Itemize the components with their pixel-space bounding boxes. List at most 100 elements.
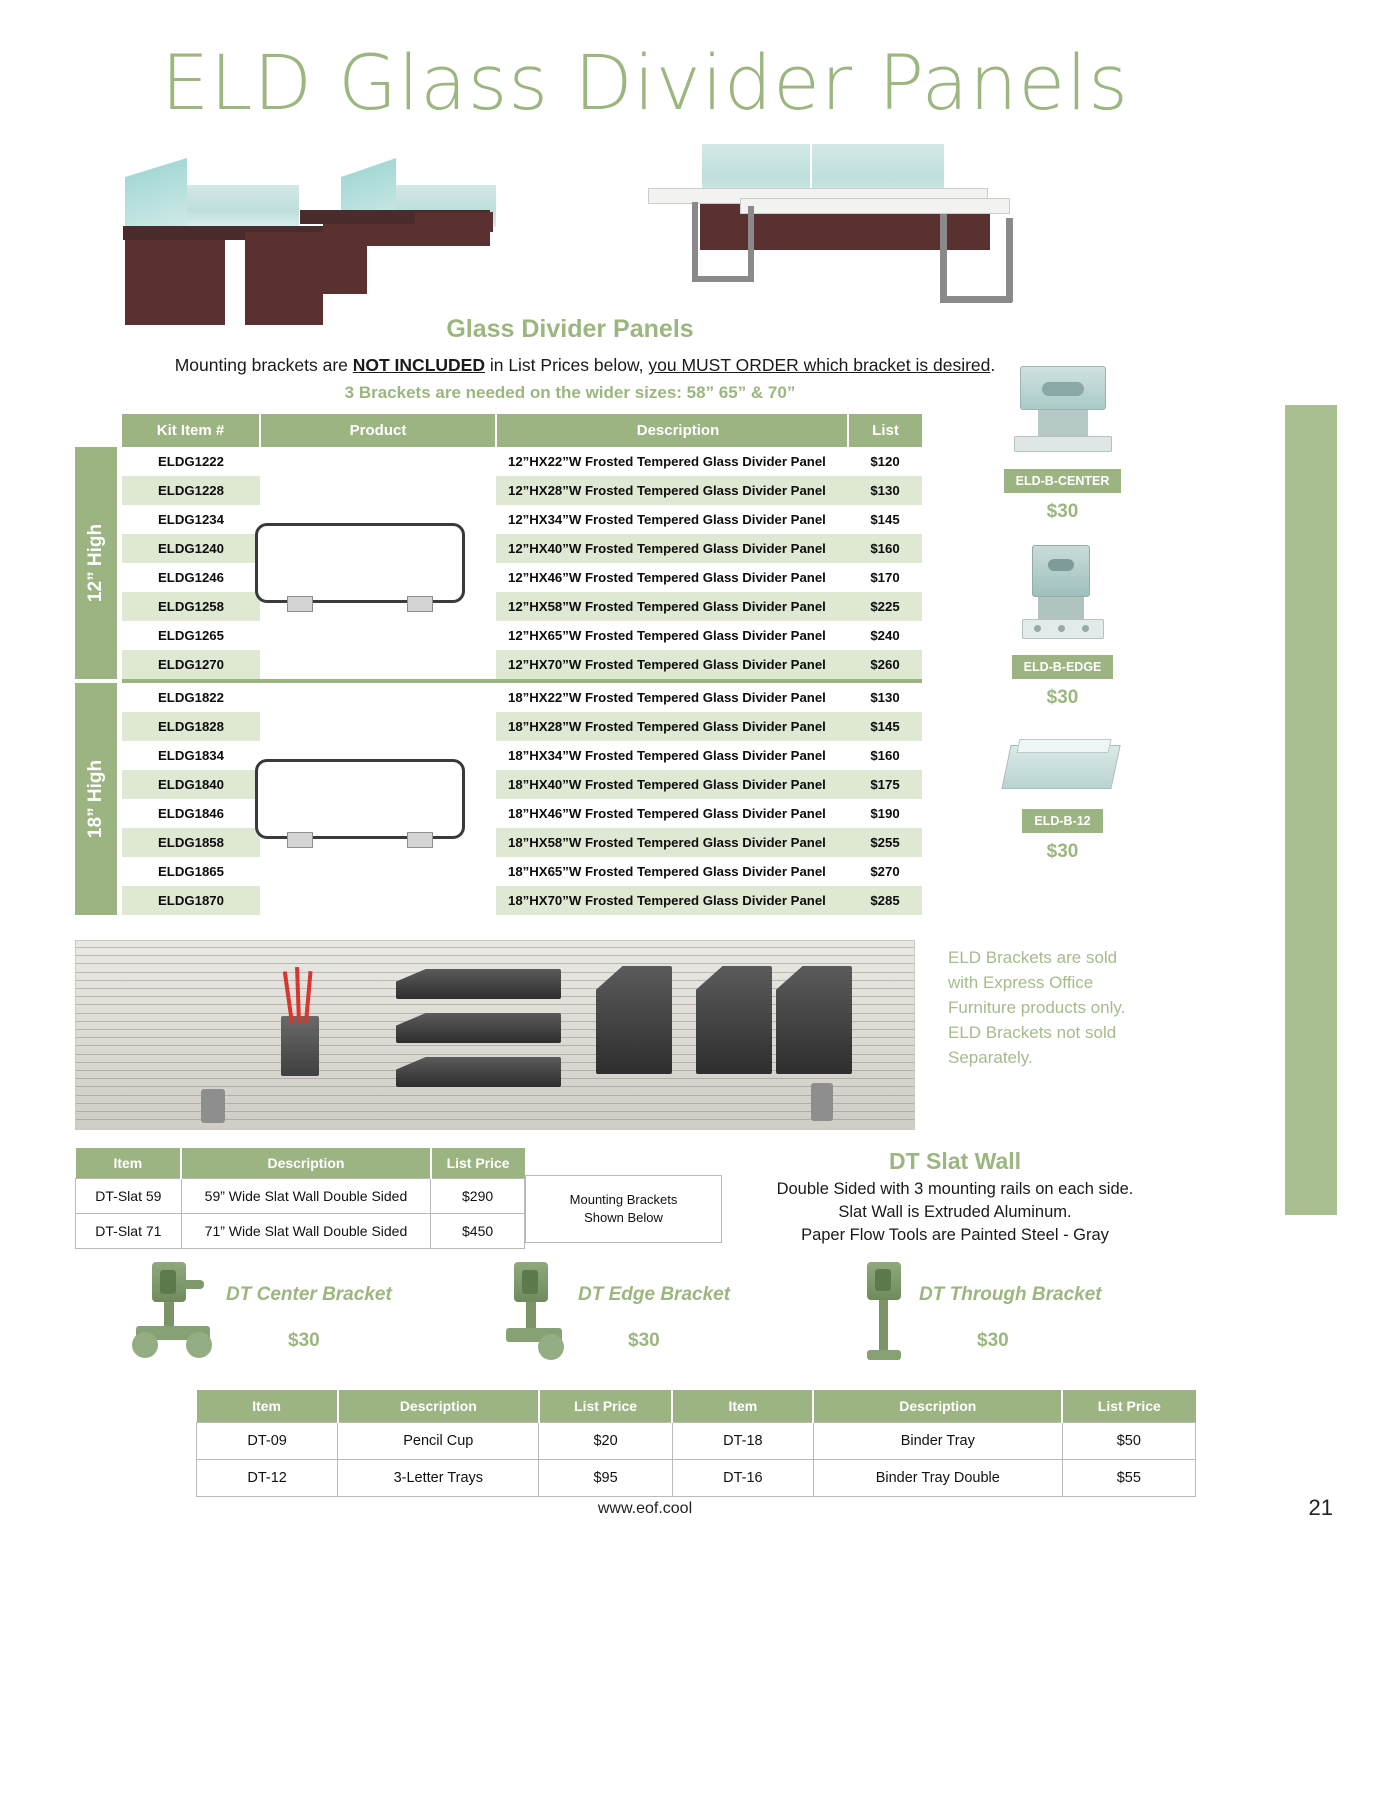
bracket-price-12: $30 bbox=[1046, 841, 1079, 862]
page-title: ELD Glass Divider Panels bbox=[161, 38, 1129, 127]
cell-description: 18”HX65”W Frosted Tempered Glass Divider… bbox=[508, 864, 826, 879]
cell-list-price: $130 bbox=[870, 690, 900, 705]
right-edge-band bbox=[1285, 405, 1337, 1215]
bench-leg bbox=[692, 276, 754, 282]
footer-url[interactable]: www.eof.cool bbox=[597, 1500, 693, 1517]
cell-description: Binder Tray Double bbox=[812, 1459, 1063, 1497]
dt-through-bracket-icon bbox=[855, 1262, 935, 1372]
cell-kit-item: ELDG1265 bbox=[158, 628, 224, 643]
bracket-label-center: ELD-B-CENTER bbox=[1003, 469, 1122, 493]
cell-product-image bbox=[260, 683, 496, 712]
cell-product-image bbox=[260, 476, 496, 505]
glass-panel-art bbox=[187, 185, 299, 227]
bracket-price-edge: $30 bbox=[1046, 687, 1079, 708]
bracket-quantity-note: 3 Brackets are needed on the wider sizes… bbox=[344, 383, 796, 402]
cell-description: 12”HX40”W Frosted Tempered Glass Divider… bbox=[496, 534, 848, 563]
table-row: ELDG1870 18”HX70”W Frosted Tempered Glass… bbox=[122, 886, 922, 915]
cell-list-price: $240 bbox=[870, 628, 900, 643]
cell-list-price: $160 bbox=[870, 748, 900, 763]
eld-b-edge-icon bbox=[1008, 541, 1118, 651]
intro-text: Mounting brackets are NOT INCLUDED in Li… bbox=[0, 355, 1170, 376]
table-header-row: Kit Item # Product Description List bbox=[122, 414, 922, 447]
glass-panel-price-table: Kit Item # Product Description List ELDG… bbox=[122, 414, 922, 915]
intro-mid: in List Prices below, bbox=[484, 355, 649, 375]
binder-tray-double-product bbox=[776, 966, 852, 1074]
cell-description: 18”HX28”W Frosted Tempered Glass Divider… bbox=[496, 712, 848, 741]
cell-kit-item: ELDG1246 bbox=[158, 570, 224, 585]
intro-suffix: . bbox=[990, 355, 996, 375]
group-tab-12-high: 12” High bbox=[75, 447, 117, 679]
cell-kit-item: ELDG1846 bbox=[158, 806, 224, 821]
panel-clip-icon bbox=[287, 832, 313, 848]
desk-pedestal bbox=[245, 232, 323, 325]
dt-slat-wall-title: DT Slat Wall bbox=[888, 1148, 1022, 1174]
intro-prefix: Mounting brackets are bbox=[174, 355, 353, 375]
cell-kit-item: ELDG1240 bbox=[122, 534, 260, 563]
cell-product-image bbox=[260, 712, 496, 741]
cell-item: DT-12 bbox=[195, 1459, 339, 1497]
dt-center-bracket-icon bbox=[130, 1262, 240, 1372]
cell-kit-item: ELDG1270 bbox=[122, 650, 260, 679]
slat-groove bbox=[76, 1111, 914, 1112]
cell-list-price: $20 bbox=[538, 1422, 673, 1460]
desk-surface bbox=[415, 212, 493, 232]
cell-item: DT-Slat 71 bbox=[75, 1213, 182, 1249]
dt-edge-bracket-name: DT Edge Bracket bbox=[578, 1284, 731, 1305]
slat-groove bbox=[76, 947, 914, 948]
mounting-brackets-note: Mounting Brackets Shown Below bbox=[525, 1175, 722, 1243]
letter-tray-product bbox=[396, 969, 561, 999]
slat-wall-mounting-clamp bbox=[201, 1089, 225, 1123]
cell-description: 18”HX46”W Frosted Tempered Glass Divider… bbox=[508, 806, 826, 821]
cell-product-image bbox=[260, 886, 496, 915]
dt-slat-wall-description: Double Sided with 3 mounting rails on ea… bbox=[720, 1178, 1190, 1247]
slat-header-row: Item Description List Price bbox=[75, 1148, 525, 1179]
slat-header-desc: Description bbox=[181, 1148, 432, 1179]
panel-frame-icon bbox=[255, 759, 465, 839]
cell-kit-item: ELDG1822 bbox=[158, 690, 224, 705]
pencil-cup-product bbox=[281, 1016, 319, 1076]
hero-photo-right-benching bbox=[640, 140, 1070, 330]
eld-bracket-disclaimer: ELD Brackets are sold with Express Offic… bbox=[948, 948, 1126, 1067]
binder-tray-product bbox=[596, 966, 672, 1074]
cell-description: 12”HX34”W Frosted Tempered Glass Divider… bbox=[508, 512, 826, 527]
bench-leg bbox=[692, 202, 698, 280]
bench-leg bbox=[940, 214, 947, 302]
glass-panel-art bbox=[125, 158, 187, 226]
header-product: Product bbox=[260, 414, 497, 447]
cell-list-price: $190 bbox=[870, 806, 900, 821]
product-illustration-12-high bbox=[255, 523, 465, 612]
letter-tray-product bbox=[396, 1013, 561, 1043]
cell-description: 18”HX70”W Frosted Tempered Glass Divider… bbox=[496, 886, 848, 915]
cell-description: 12”HX65”W Frosted Tempered Glass Divider… bbox=[508, 628, 826, 643]
slat-groove bbox=[76, 1094, 914, 1096]
mounting-note-line1: Mounting Brackets bbox=[569, 1192, 678, 1207]
dt-desc-line2: Slat Wall is Extruded Aluminum. bbox=[838, 1203, 1072, 1221]
cell-description: 12”HX22”W Frosted Tempered Glass Divider… bbox=[508, 454, 826, 469]
cell-description: 12”HX28”W Frosted Tempered Glass Divider… bbox=[496, 476, 848, 505]
cell-kit-item: ELDG1234 bbox=[158, 512, 224, 527]
cell-list-price: $55 bbox=[1061, 1459, 1197, 1497]
intro-underline: you MUST ORDER which bracket is desired bbox=[648, 355, 991, 375]
cell-list-price: $130 bbox=[848, 476, 922, 505]
slat-groove bbox=[76, 955, 914, 957]
bracket-card-12: ELD-B-12 $30 bbox=[975, 727, 1150, 863]
cell-list-price: $160 bbox=[848, 534, 922, 563]
acc-header-price-2: List Price bbox=[1062, 1390, 1196, 1423]
hero-photos bbox=[0, 140, 1290, 330]
eld-b-center-icon bbox=[1008, 360, 1118, 465]
table-row: ELDG1234 12”HX34”W Frosted Tempered Glass… bbox=[122, 505, 922, 534]
cell-item: DT-18 bbox=[671, 1422, 814, 1460]
slat-header-price: List Price bbox=[430, 1148, 525, 1179]
dt-through-bracket-price: $30 bbox=[977, 1330, 1009, 1351]
cell-list-price: $255 bbox=[848, 828, 922, 857]
slat-wall-photo bbox=[75, 940, 915, 1130]
slat-groove bbox=[76, 1045, 914, 1047]
cell-kit-item: ELDG1870 bbox=[122, 886, 260, 915]
